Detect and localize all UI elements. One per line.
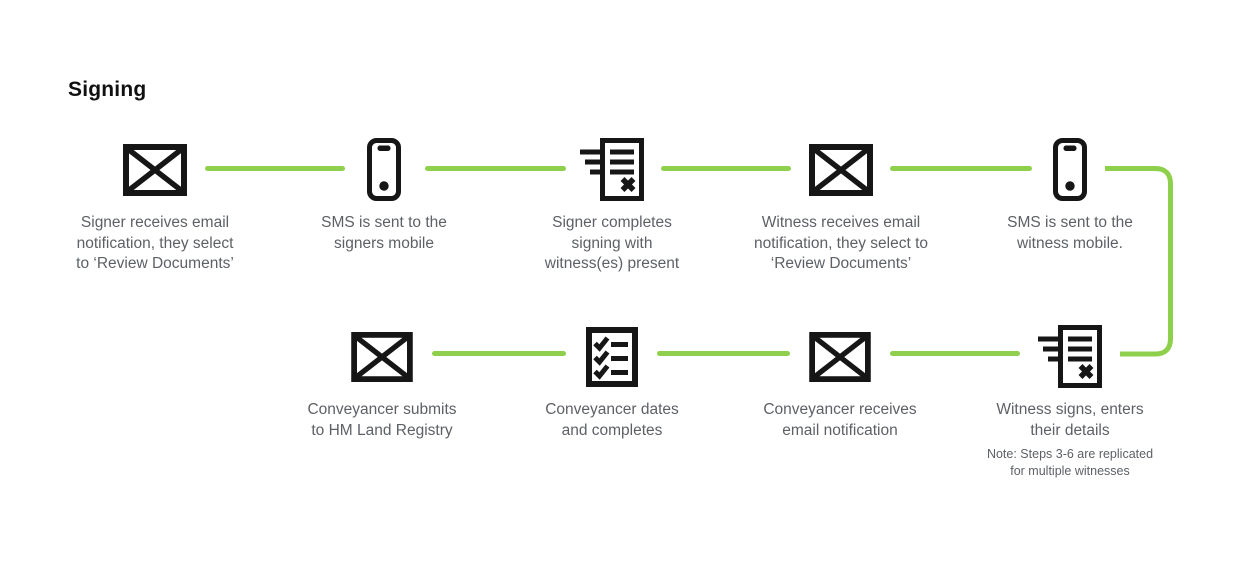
flow-line <box>661 166 791 171</box>
step-conveyancer-email: Conveyancer receives email notification <box>730 324 950 441</box>
step-sms-signer: SMS is sent to the signers mobile <box>274 137 494 254</box>
phone-icon <box>274 137 494 202</box>
email-icon <box>272 324 492 389</box>
step-label: SMS is sent to the witness mobile. <box>1007 214 1133 252</box>
step-sms-witness: SMS is sent to the witness mobile. <box>960 137 1180 254</box>
flow-line <box>657 351 790 356</box>
step-conveyancer-dates: Conveyancer dates and completes <box>502 324 722 441</box>
email-icon <box>731 137 951 202</box>
step-witness-signs: Witness signs, enters their details Note… <box>960 324 1180 479</box>
flow-line <box>890 166 1032 171</box>
document-sign-icon <box>502 137 722 202</box>
page-title: Signing <box>68 78 147 101</box>
step-label: Witness signs, enters their details <box>996 401 1144 439</box>
step-submit-land-registry: Conveyancer submits to HM Land Registry <box>272 324 492 441</box>
step-signer-signs: Signer completes signing with witness(es… <box>502 137 722 275</box>
step-label: SMS is sent to the signers mobile <box>321 214 447 252</box>
flow-line <box>425 166 566 171</box>
step-label: Conveyancer receives email notification <box>763 401 917 439</box>
step-label: Conveyancer dates and completes <box>545 401 679 439</box>
step-label: Conveyancer submits to HM Land Registry <box>307 401 457 439</box>
step-signer-email: Signer receives email notification, they… <box>45 137 265 275</box>
flow-line <box>205 166 345 171</box>
phone-icon <box>960 137 1180 202</box>
flow-line <box>432 351 566 356</box>
document-sign-icon <box>960 324 1180 389</box>
flow-line <box>890 351 1020 356</box>
email-icon <box>730 324 950 389</box>
email-icon <box>45 137 265 202</box>
step-label: Signer receives email notification, they… <box>76 214 234 272</box>
checklist-icon <box>502 324 722 389</box>
step-note: Note: Steps 3-6 are replicated for multi… <box>986 447 1154 478</box>
flow-loop-connector <box>1100 160 1180 370</box>
step-label: Witness receives email notification, the… <box>753 214 929 272</box>
step-witness-email: Witness receives email notification, the… <box>731 137 951 275</box>
step-label: Signer completes signing with witness(es… <box>544 214 680 272</box>
